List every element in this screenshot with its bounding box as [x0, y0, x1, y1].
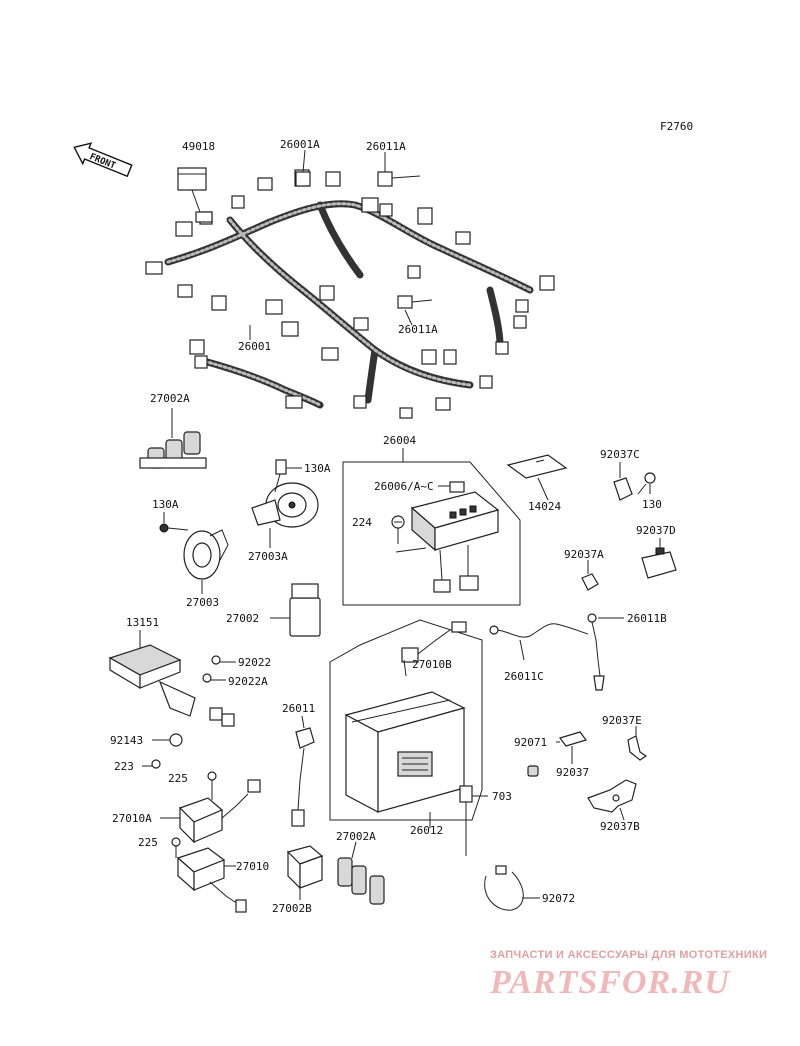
- cable-26011B: [587, 613, 624, 691]
- battery-frame: [329, 619, 483, 821]
- label-26006: 26006/A~C: [374, 480, 434, 493]
- label-27002B: 27002B: [272, 902, 312, 915]
- tube-703: [459, 785, 488, 856]
- bracket-13151: [108, 630, 235, 743]
- cable-26011: [291, 715, 315, 827]
- label-26011: 26011: [282, 702, 315, 715]
- label-26011A-top: 26011A: [366, 140, 406, 153]
- main-wiring-harness: [145, 169, 555, 419]
- battery-26012: [344, 691, 466, 828]
- label-26004: 26004: [383, 434, 416, 447]
- front-arrow-icon: FRONT: [73, 142, 133, 178]
- regulator-27010: [171, 837, 247, 913]
- label-92037A: 92037A: [564, 548, 604, 561]
- label-92037D: 92037D: [636, 524, 676, 537]
- label-26001: 26001: [238, 340, 271, 353]
- screw-224: [391, 515, 405, 544]
- label-92037: 92037: [556, 766, 589, 779]
- relay-27002: [270, 583, 321, 637]
- label-27010A: 27010A: [112, 812, 152, 825]
- figure-code: F2760: [660, 120, 693, 133]
- relays-27002A-bottom: [337, 841, 385, 905]
- label-92037B: 92037B: [600, 820, 640, 833]
- clamp-92037C: [613, 462, 633, 501]
- label-92022: 92022: [238, 656, 271, 669]
- relay-49018: [177, 167, 213, 223]
- fuse-27010B: [401, 621, 467, 677]
- grommet-92143: [152, 733, 183, 747]
- bracket-92037D: [641, 538, 677, 579]
- connector-26001A: [295, 149, 311, 187]
- label-27003: 27003: [186, 596, 219, 609]
- label-225-a: 225: [168, 772, 188, 785]
- cap-92037: [527, 765, 539, 777]
- watermark-logo: PARTSFOR.RU: [490, 964, 730, 1001]
- label-27010B: 27010B: [412, 658, 452, 671]
- screw-223: [142, 759, 161, 769]
- label-92037E: 92037E: [602, 714, 642, 727]
- label-92037C: 92037C: [600, 448, 640, 461]
- label-92072: 92072: [542, 892, 575, 905]
- sub-harness-26011A-mid: [397, 295, 433, 326]
- label-27002A-top: 27002A: [150, 392, 190, 405]
- clip-92071: [556, 731, 587, 747]
- cable-26011C: [489, 623, 589, 661]
- label-225-b: 225: [138, 836, 158, 849]
- junction-box-frame-26004: [342, 448, 521, 606]
- label-49018: 49018: [182, 140, 215, 153]
- junction-box-26006: [395, 481, 500, 593]
- label-130A-a: 130A: [304, 462, 331, 475]
- label-sheet-14024: [506, 454, 568, 501]
- label-223: 223: [114, 760, 134, 773]
- label-26001A: 26001A: [280, 138, 320, 151]
- flasher-27010A: [160, 771, 261, 844]
- relay-27002B: [286, 845, 324, 900]
- label-26012: 26012: [410, 824, 443, 837]
- horn-27003A: [251, 459, 319, 528]
- label-13151: 13151: [126, 616, 159, 629]
- label-130A-b: 130A: [152, 498, 179, 511]
- label-27010: 27010: [236, 860, 269, 873]
- label-224: 224: [352, 516, 372, 529]
- label-14024: 14024: [528, 500, 561, 513]
- bracket-92037E: [627, 726, 648, 761]
- clip-92037A: [581, 560, 599, 591]
- label-130: 130: [642, 498, 662, 511]
- watermark-tagline: ЗАПЧАСТИ И АКСЕССУАРЫ ДЛЯ МОТОТЕХНИКИ: [490, 949, 768, 961]
- sub-harness-26011A-top: [377, 152, 421, 187]
- bracket-92037B: [587, 779, 637, 821]
- label-27002: 27002: [226, 612, 259, 625]
- horn-27003: [159, 523, 229, 594]
- label-27003A: 27003A: [248, 550, 288, 563]
- relays-27002A-top: [139, 408, 207, 469]
- washer-92022: [211, 655, 236, 665]
- bolt-130: [637, 472, 656, 495]
- label-703: 703: [492, 790, 512, 803]
- label-92143: 92143: [110, 734, 143, 747]
- band-92072: [484, 865, 540, 911]
- label-26011C: 26011C: [504, 670, 544, 683]
- label-92022A: 92022A: [228, 675, 268, 688]
- label-26011B: 26011B: [627, 612, 667, 625]
- label-92071: 92071: [514, 736, 547, 749]
- label-26011A-mid: 26011A: [398, 323, 438, 336]
- washer-92022A: [202, 673, 226, 683]
- label-27002A-bottom: 27002A: [336, 830, 376, 843]
